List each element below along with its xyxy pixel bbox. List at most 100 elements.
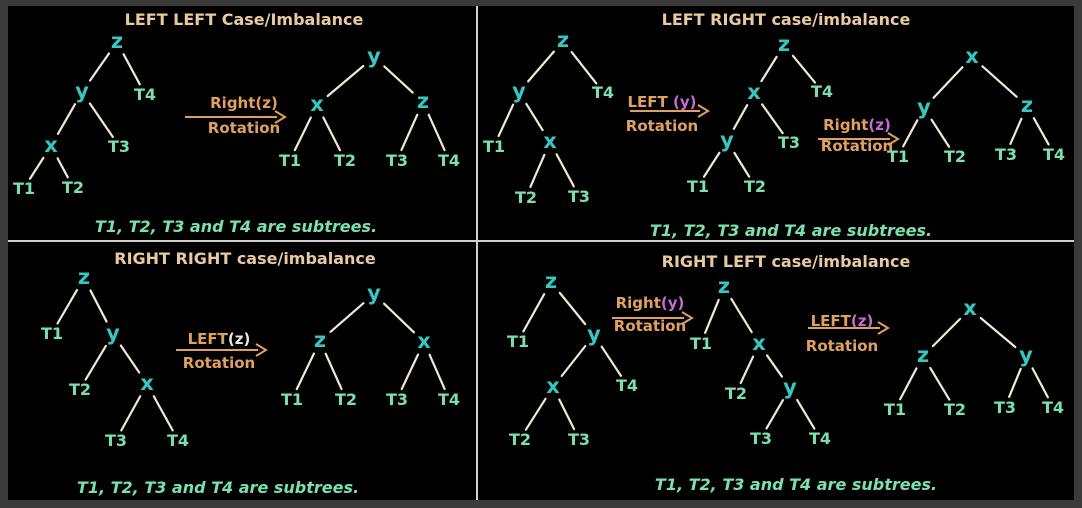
- subtree-T2: T2: [69, 380, 91, 399]
- tree-edge: [979, 316, 1017, 349]
- subtree-T3: T3: [568, 187, 590, 206]
- arrow-head: [274, 110, 287, 124]
- subtree-T3: T3: [778, 133, 800, 152]
- subtree-T3: T3: [750, 429, 772, 448]
- arrow-head: [887, 132, 900, 146]
- tree-edge: [524, 397, 547, 431]
- subtree-T1: T1: [13, 179, 35, 198]
- rotation-label: LEFT(z): [188, 330, 251, 348]
- node-z: z: [1021, 93, 1033, 117]
- rotation-node: (z): [255, 94, 277, 112]
- node-z: z: [557, 28, 569, 52]
- tree-edge: [558, 398, 576, 431]
- subtree-T4: T4: [809, 429, 831, 448]
- tree-edge: [704, 298, 720, 334]
- node-x: x: [963, 296, 977, 320]
- node-y: y: [367, 44, 381, 68]
- tree-edge: [929, 366, 951, 401]
- node-z: z: [778, 32, 790, 56]
- tree-edge: [293, 116, 312, 152]
- tree-edge: [527, 50, 555, 83]
- panel-title: RIGHT RIGHT case/imbalance: [114, 249, 376, 268]
- tree-edge: [88, 52, 111, 82]
- rotation-word: Rotation: [183, 354, 255, 372]
- node-y: y: [720, 128, 734, 152]
- rotation-word: Rotation: [208, 119, 280, 137]
- rotation-label: Right(z): [823, 116, 891, 134]
- node-z: z: [417, 89, 429, 113]
- rotation-word: Rotation: [806, 337, 878, 355]
- tree-edge: [84, 344, 107, 381]
- subtree-T1: T1: [687, 177, 709, 196]
- node-x: x: [417, 329, 431, 353]
- subtree-T1: T1: [279, 151, 301, 170]
- subtree-T1: T1: [884, 400, 906, 419]
- subtree-T2: T2: [744, 177, 766, 196]
- subtrees-note: T1, T2, T3 and T4 are subtrees.: [655, 475, 937, 494]
- tree-edge: [930, 118, 951, 148]
- subtree-T4: T4: [438, 151, 460, 170]
- tree-edge: [88, 102, 114, 139]
- subtree-T4: T4: [1042, 398, 1064, 417]
- tree-edge: [522, 293, 546, 333]
- tree-edge: [702, 151, 721, 178]
- tree-edge: [732, 104, 749, 130]
- tree-edge: [739, 355, 755, 385]
- node-x: x: [44, 133, 58, 157]
- subtree-T1: T1: [887, 147, 909, 166]
- tree-edge: [56, 103, 77, 135]
- tree-edge: [733, 151, 751, 178]
- node-z: z: [718, 274, 730, 298]
- tree-edge: [119, 344, 141, 374]
- rotation-node: (y): [673, 93, 697, 111]
- tree-edge: [1008, 367, 1022, 398]
- rotation-direction: LEFT: [627, 93, 673, 111]
- panel-title: RIGHT LEFT case/imbalance: [662, 252, 911, 271]
- rotation-node: (y): [661, 294, 685, 312]
- rotation-word: Rotation: [821, 137, 893, 155]
- rotation-word: Rotation: [626, 117, 698, 135]
- rotation-arrow-second: Right(z) Rotation: [818, 116, 900, 155]
- rotation-arrow-first: LEFT (y) Rotation: [626, 93, 710, 135]
- subtree-T2: T2: [509, 430, 531, 449]
- rotation-label: Right(z): [210, 94, 278, 112]
- subtree-T2: T2: [335, 390, 357, 409]
- node-x: x: [140, 371, 154, 395]
- tree-edge: [558, 291, 587, 326]
- tree-edge: [555, 153, 575, 188]
- subtree-T2: T2: [725, 384, 747, 403]
- tree-edge: [400, 353, 420, 391]
- arrow-head: [697, 104, 710, 118]
- tree-edge: [600, 345, 623, 377]
- tree-edge: [120, 395, 142, 432]
- rotation-arrow-second: LEFT(z) Rotation: [806, 312, 890, 355]
- subtree-T3: T3: [568, 430, 590, 449]
- subtrees-note: T1, T2, T3 and T4 are subtrees.: [650, 221, 932, 240]
- subtree-T4: T4: [134, 85, 156, 104]
- tree-edge: [382, 302, 416, 334]
- rotation-word: Rotation: [614, 317, 686, 335]
- tree-edge: [1032, 117, 1050, 146]
- arrow-head: [255, 343, 268, 357]
- node-y: y: [367, 281, 381, 305]
- subtree-T2: T2: [944, 400, 966, 419]
- tree-edge: [796, 398, 816, 430]
- rotation-direction: Right: [210, 94, 255, 112]
- node-y: y: [917, 95, 931, 119]
- rotation-arrow: LEFT(z) Rotation: [176, 330, 268, 372]
- rotation-direction: LEFT: [811, 312, 852, 330]
- rotation-node: (z): [868, 116, 890, 134]
- rotation-label: LEFT(z): [811, 312, 874, 330]
- tree-edge: [1009, 117, 1023, 146]
- tree-edge: [899, 367, 918, 401]
